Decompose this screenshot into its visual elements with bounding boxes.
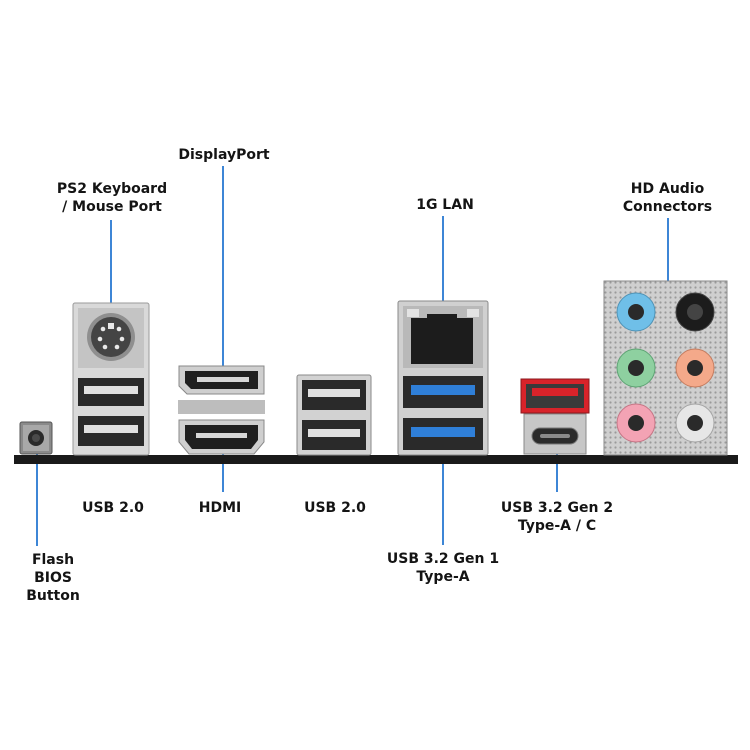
ps2-leader-line	[110, 220, 112, 310]
lan-leader-line	[442, 216, 444, 308]
audio-jack-side	[675, 403, 715, 443]
ps2-label: PS2 Keyboard / Mouse Port	[56, 181, 168, 215]
hdmi-label: HDMI	[198, 500, 242, 516]
audio-jack-line-out	[616, 348, 656, 388]
flash-bios-leader-line	[36, 452, 38, 546]
audio-jack-mic	[616, 403, 656, 443]
audio-jack-rear	[675, 292, 715, 332]
usb32-gen2-leader-line	[556, 452, 558, 492]
usb32-gen1-label: USB 3.2 Gen 1 Type-A	[386, 551, 500, 585]
usb20-mid-label: USB 2.0	[304, 500, 366, 516]
flash-bios-button	[19, 420, 53, 456]
displayport-hdmi-stack	[175, 364, 268, 456]
hdmi-leader-line	[222, 452, 224, 492]
board-edge-bar	[14, 455, 738, 464]
usb32-gen1-leader-line	[442, 452, 444, 545]
ps2-usb20-stack	[72, 302, 150, 456]
displayport-leader-line	[222, 166, 224, 370]
usb20-mid-stack	[296, 374, 372, 456]
usb32-gen2-label: USB 3.2 Gen 2 Type-A / C	[500, 500, 614, 534]
usb32-gen2-stack	[520, 378, 590, 456]
audio-leader-line	[667, 218, 669, 296]
lan-label: 1G LAN	[416, 197, 474, 213]
flash-bios-label: Flash BIOS Button	[26, 552, 80, 604]
audio-jack-line-in	[616, 292, 656, 332]
audio-label: HD Audio Connectors	[622, 181, 713, 215]
audio-jack-center-sub	[675, 348, 715, 388]
usb20-left-label: USB 2.0	[82, 500, 144, 516]
lan-usb32-gen1-stack	[397, 300, 489, 456]
hd-audio-panel	[603, 280, 728, 456]
displayport-label: DisplayPort	[178, 147, 270, 163]
